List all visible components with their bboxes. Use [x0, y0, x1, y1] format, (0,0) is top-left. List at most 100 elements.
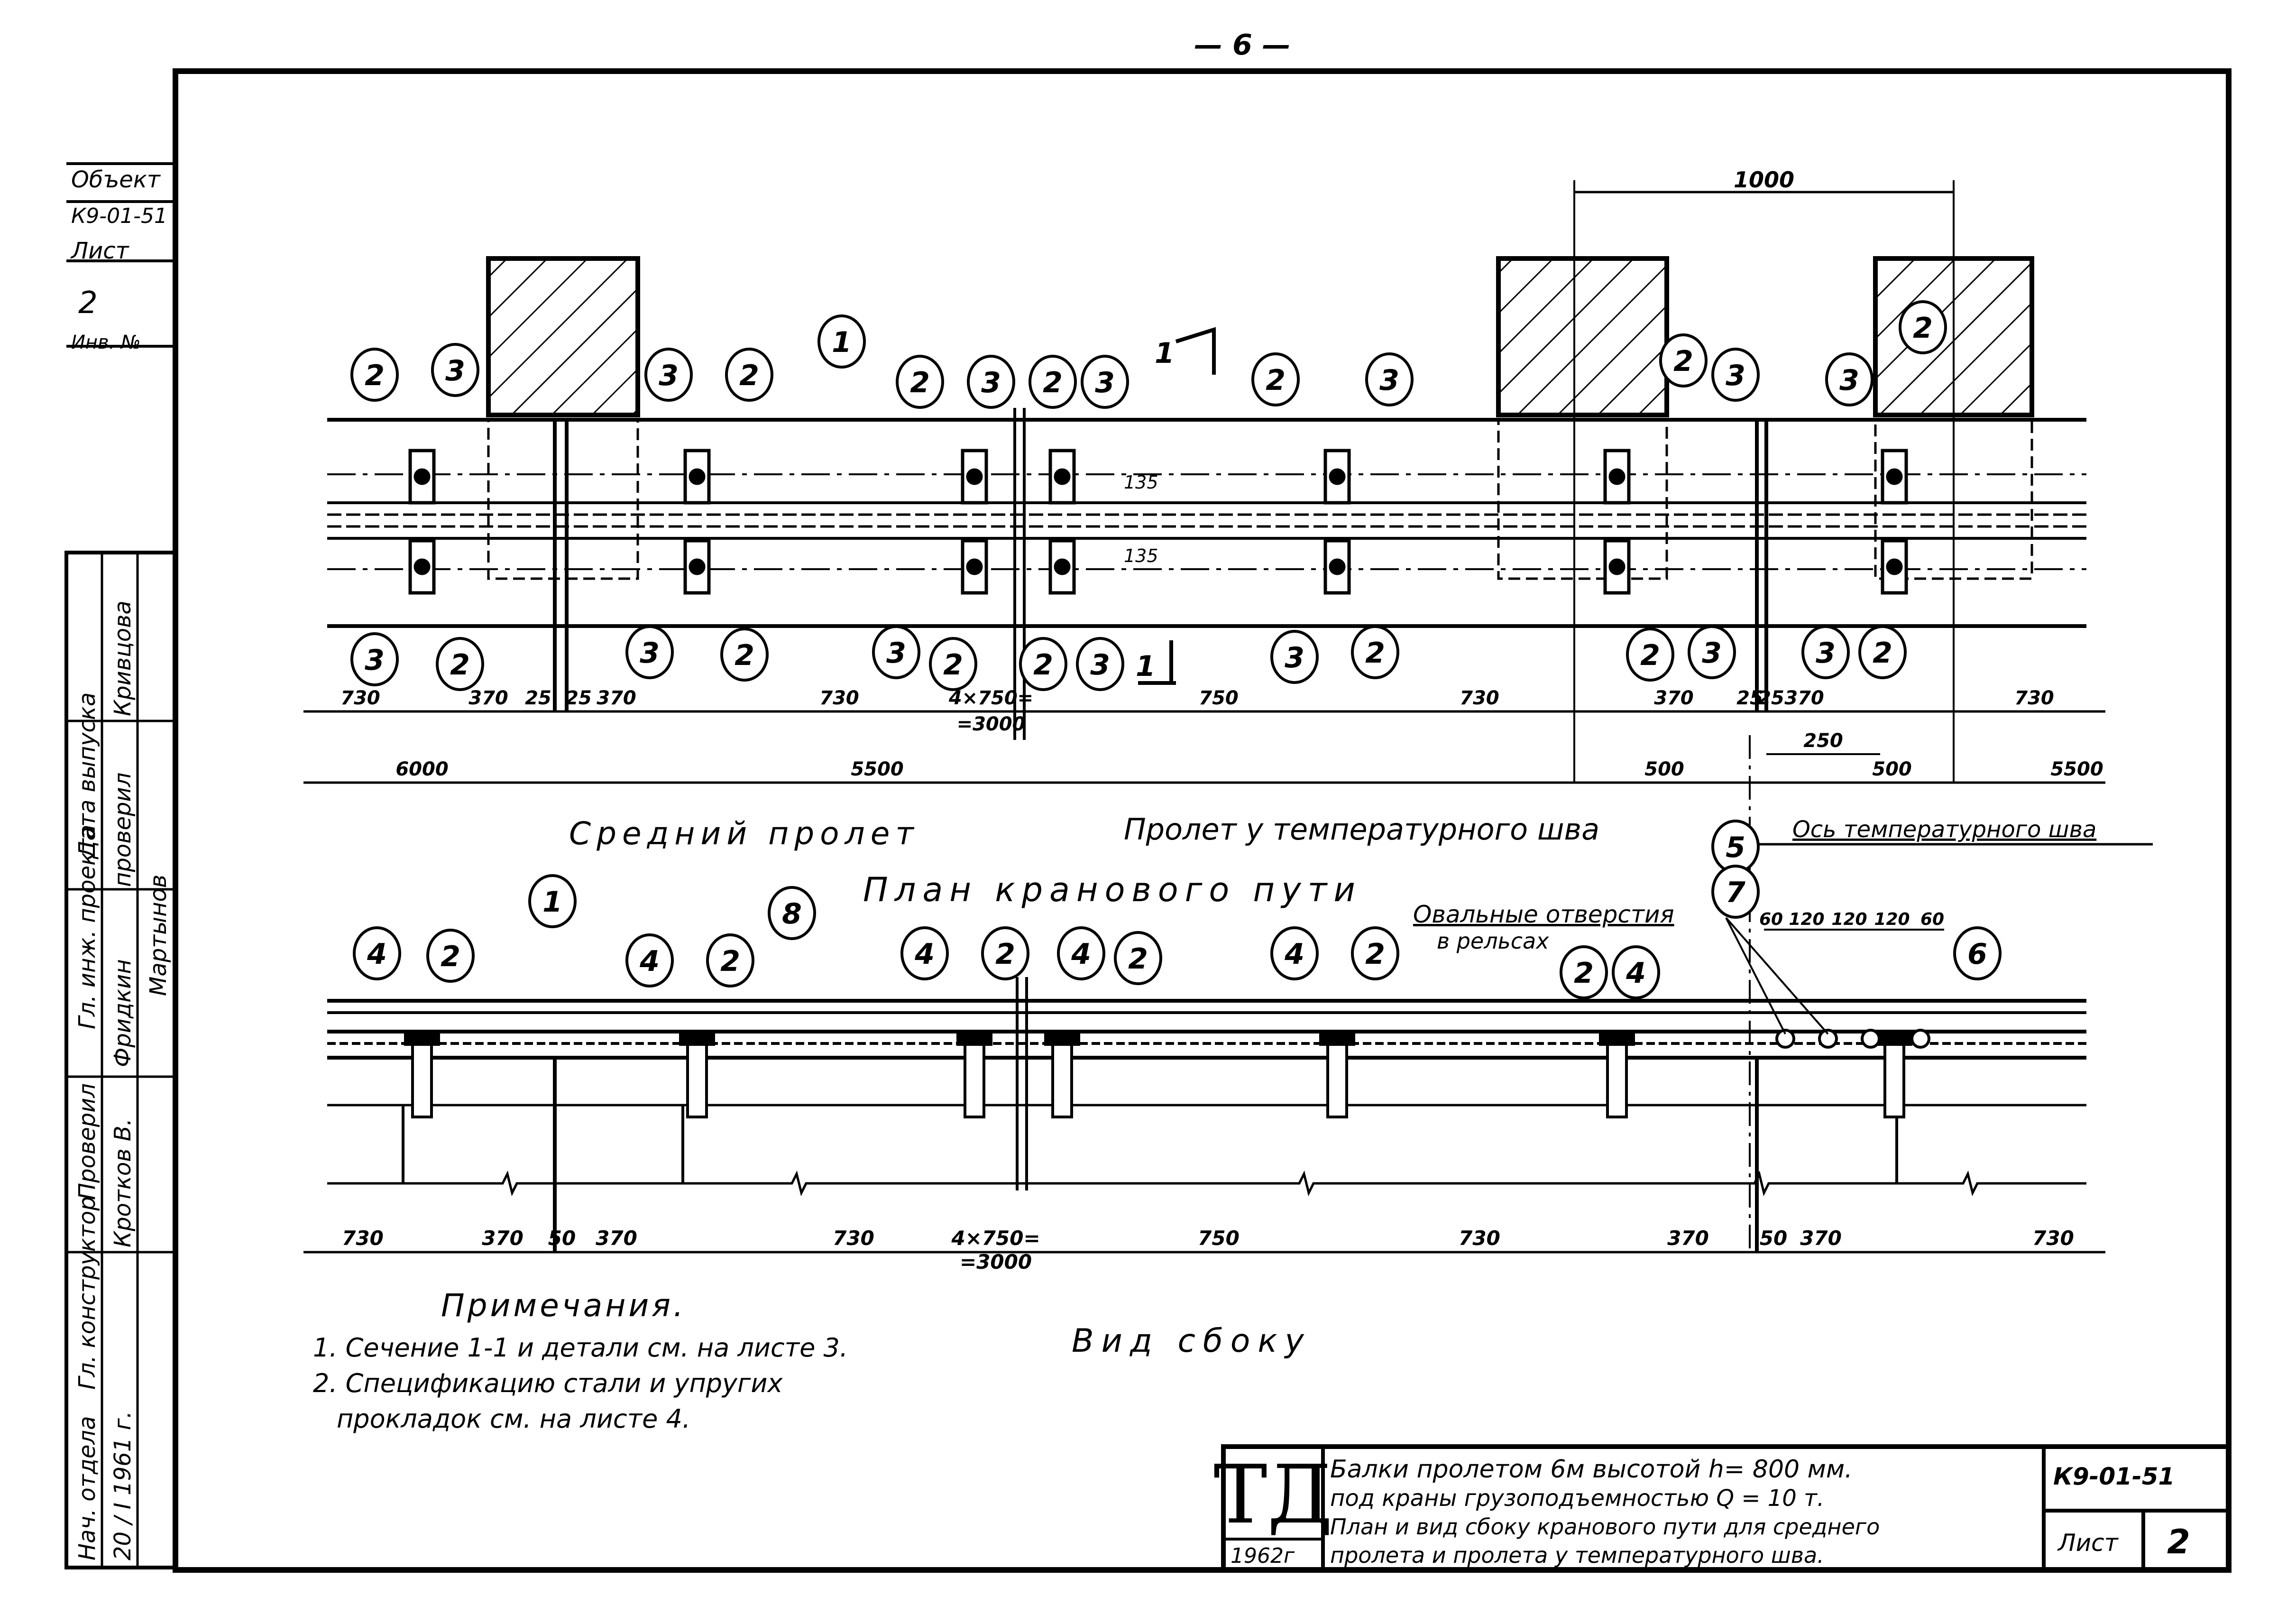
plan-dim-r2-1: 5500 [851, 758, 903, 780]
dim-135-b: 135 [1124, 545, 1158, 566]
side-callout-6-circle [900, 926, 949, 980]
plan-callout-bottom-4: 3 [886, 637, 906, 670]
side-stamp: Объект К9-01-51 Лист 2 Инв. № [66, 162, 175, 353]
plan-dim-r2-2: 500 [1644, 758, 1684, 780]
title-line-2: под краны грузоподъемностью Q = 10 т. [1330, 1485, 1824, 1512]
plan-callout-bottom-12-circle [1801, 625, 1850, 679]
side-dim-9: 370 [1667, 1227, 1709, 1250]
plan-callout-top-0: 2 [365, 359, 385, 392]
plan-callout-bottom-3-circle [720, 627, 769, 682]
plan-callout-top-8-circle [1081, 355, 1129, 409]
plan-callout-bottom-10: 2 [1640, 639, 1660, 672]
plan-callout-bottom-2-circle [625, 625, 674, 679]
plan-dim-r1-6: 4×750= [948, 687, 1033, 709]
plan-callout-bottom-8: 3 [1285, 641, 1304, 674]
plan-dim-r1-2: 25 [525, 687, 551, 709]
note-2: 2. Спецификацию стали и упругих [313, 1368, 783, 1398]
plan-callout-top-1-circle [431, 343, 479, 397]
plan-callout-top-3-circle [725, 348, 773, 402]
side-dim-5: 4×750= [951, 1227, 1040, 1250]
title-block: ТД 1962г Балки пролетом 6м высотой h= 80… [1213, 1444, 2231, 1572]
plan-callout-bottom-5: 2 [943, 648, 963, 682]
plan-callout-top-5: 2 [910, 366, 930, 399]
side-callout-2: 1 [542, 886, 562, 919]
side-dim-top-3: 120 [1874, 910, 1910, 929]
plan-callout-top-3: 2 [739, 359, 759, 392]
label-oval-holes: Овальные отверстия [1413, 901, 1674, 928]
side-callout-3: 4 [639, 945, 660, 978]
side-row-name-extra: проверил [110, 773, 136, 887]
page-number: — 6 — [1194, 28, 1291, 62]
stamp-object-label: Объект [71, 166, 161, 193]
title-code: К9-01-51 [2053, 1463, 2175, 1490]
plan-dim-r2-4: 5500 [2050, 758, 2103, 780]
side-row-extra-name: Мартынов [145, 875, 172, 996]
stamp-sheet-value: 2 [78, 286, 98, 321]
side-row-role-5: Дата выпуска [74, 692, 101, 859]
side-callout-13: 4 [1626, 957, 1646, 990]
column-block-2 [1496, 256, 1669, 417]
note-1: 1. Сечение 1-1 и детали см. на листе 3. [313, 1333, 848, 1363]
plan-dim-r1-11: 25 [1736, 687, 1763, 709]
plan-callout-bottom-6-circle [1019, 637, 1067, 691]
plan-dim-r1-8: 750 [1199, 687, 1239, 709]
side-row-name-2: Фридкин [110, 959, 136, 1067]
plan-dim-r1-1: 370 [468, 687, 508, 709]
plan-callout-bottom-5-circle [929, 637, 977, 691]
side-callout-5: 8 [782, 897, 802, 931]
plan-callout-bottom-7: 3 [1090, 648, 1110, 682]
side-callout-12-circle [1560, 945, 1608, 999]
label-middle-span: Средний пролет [569, 815, 919, 852]
plan-dim-r1-12: 25 [1758, 687, 1784, 709]
side-dim-top-1: 120 [1789, 910, 1824, 929]
plan-callout-top-6-circle [967, 355, 1015, 409]
title-line-1: Балки пролетом 6м высотой h= 800 мм. [1330, 1455, 1853, 1484]
plan-dim-r1-3: 25 [565, 687, 592, 709]
side-callout-8: 4 [1071, 938, 1091, 971]
plan-callout-bottom-10-circle [1626, 627, 1674, 682]
side-callout-7: 2 [995, 938, 1015, 971]
title-line-4: пролета и пролета у температурного шва. [1330, 1542, 1824, 1568]
plan-callout-top-2: 3 [659, 359, 679, 392]
plan-callout-bottom-3: 2 [735, 639, 754, 672]
plan-callout-top-11: 2 [1673, 345, 1693, 378]
side-dim-top-4: 60 [1920, 910, 1944, 929]
side-callout-10-circle [1270, 926, 1319, 980]
plan-callout-top-14: 2 [1913, 312, 1933, 345]
side-callout-9: 2 [1128, 942, 1148, 976]
side-bolts [404, 1029, 1930, 1118]
title-sheet-label: Лист [2057, 1529, 2119, 1557]
rail-clamps [408, 449, 1908, 595]
plan-callout-top-2-circle [644, 348, 693, 402]
side-callout-0: 4 [367, 938, 387, 971]
side-dim-4: 730 [833, 1227, 874, 1250]
column-block-1 [486, 256, 640, 417]
title-line-3: План и вид сбоку кранового пути для сред… [1330, 1514, 1880, 1540]
side-dim-6: =3000 [960, 1250, 1032, 1273]
side-row-role-4: Гл. инж. проекта [74, 825, 101, 1029]
stamp-object-value: К9-01-51 [71, 204, 167, 228]
plan-callout-bottom-13: 2 [1873, 637, 1892, 670]
side-view-title: Вид сбоку [1072, 1322, 1312, 1360]
side-row-name-1: Кривцова [110, 600, 136, 716]
plan-callout-top-12-circle [1711, 348, 1760, 402]
side-callout-9-circle [1114, 931, 1162, 985]
side-callout-3-circle [625, 933, 674, 987]
side-callout-7-circle [981, 926, 1029, 980]
side-callout-5-circle [768, 886, 816, 940]
plan-callout-bottom-12: 3 [1816, 637, 1836, 670]
side-callout-13-circle [1612, 945, 1660, 999]
plan-callout-top-9: 2 [1266, 364, 1286, 397]
side-callout-2-circle [528, 874, 577, 928]
plan-callout-bottom-11-circle [1688, 625, 1736, 679]
title-year: 1962г [1231, 1544, 1295, 1568]
side-dim-11: 370 [1800, 1227, 1842, 1250]
label-oval-holes-2: в рельсах [1437, 928, 1549, 954]
side-dim-3: 370 [596, 1227, 637, 1250]
side-callout-10: 4 [1284, 938, 1304, 971]
